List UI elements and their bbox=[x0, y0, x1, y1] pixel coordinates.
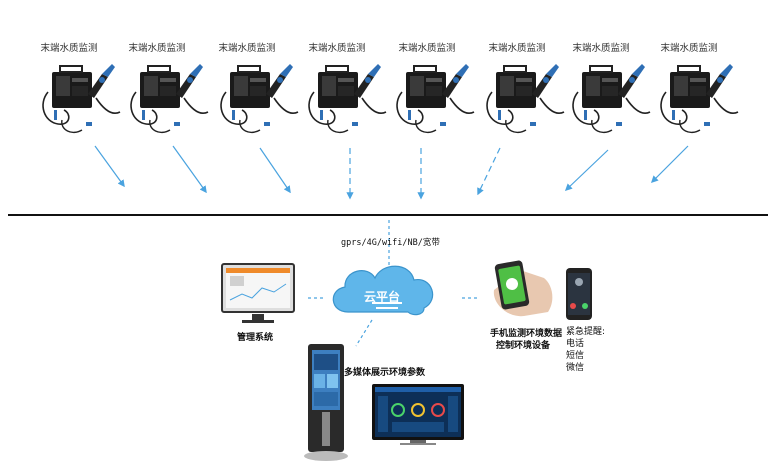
monitor-device-7 bbox=[572, 63, 651, 134]
monitor-device-5 bbox=[396, 63, 475, 134]
link-multimedia bbox=[355, 319, 373, 347]
uplink-arrow-2 bbox=[172, 145, 207, 194]
device-label-3: 末端水质监测 bbox=[218, 43, 276, 54]
alert-item-phone: 电话 bbox=[566, 339, 585, 349]
network-protocols: gprs/4G/wifi/NB/宽带 bbox=[341, 238, 440, 248]
network-bus-line bbox=[8, 214, 768, 216]
cloud-platform-icon bbox=[332, 265, 434, 316]
monitor-device-3 bbox=[220, 63, 299, 134]
mobile-label-line1: 手机监测环境数据 bbox=[490, 329, 563, 339]
mobile-label-line2: 控制环境设备 bbox=[496, 341, 551, 351]
device-label-4: 末端水质监测 bbox=[308, 43, 366, 54]
device-label-6: 末端水质监测 bbox=[488, 43, 546, 54]
monitor-device-8 bbox=[660, 63, 739, 134]
phone-call-icon bbox=[566, 268, 592, 320]
phone-in-hand-icon bbox=[493, 260, 553, 317]
management-monitor-icon bbox=[221, 263, 295, 323]
multimedia-label: 多媒体展示环境参数 bbox=[344, 368, 426, 378]
dashboard-screen-icon bbox=[372, 384, 464, 445]
uplink-arrow-8 bbox=[650, 145, 689, 184]
monitor-device-2 bbox=[130, 63, 209, 134]
uplink-arrow-6 bbox=[477, 147, 501, 196]
uplink-arrow-3 bbox=[259, 147, 291, 194]
uplink-arrow-1 bbox=[94, 145, 125, 188]
device-label-8: 末端水质监测 bbox=[660, 43, 718, 54]
device-label-2: 末端水质监测 bbox=[128, 43, 186, 54]
kiosk-display-icon bbox=[304, 344, 348, 461]
alert-item-wechat: 微信 bbox=[566, 363, 585, 373]
monitor-device-1 bbox=[42, 63, 121, 134]
monitor-device-6 bbox=[486, 63, 565, 134]
uplink-arrow-7 bbox=[564, 149, 609, 191]
mobile-label: 手机监测环境数据 控制环境设备 bbox=[490, 328, 562, 352]
device-label-7: 末端水质监测 bbox=[572, 43, 630, 54]
alert-block: 紧急提醒: 电话 短信 微信 bbox=[566, 326, 605, 374]
cloud-platform-label: 云平台 bbox=[364, 290, 401, 304]
alert-item-sms: 短信 bbox=[566, 351, 585, 361]
device-label-5: 末端水质监测 bbox=[398, 43, 456, 54]
management-label: 管理系统 bbox=[237, 333, 274, 343]
monitor-device-4 bbox=[308, 63, 387, 134]
device-label-1: 末端水质监测 bbox=[40, 43, 98, 54]
alert-title: 紧急提醒: bbox=[566, 327, 606, 337]
